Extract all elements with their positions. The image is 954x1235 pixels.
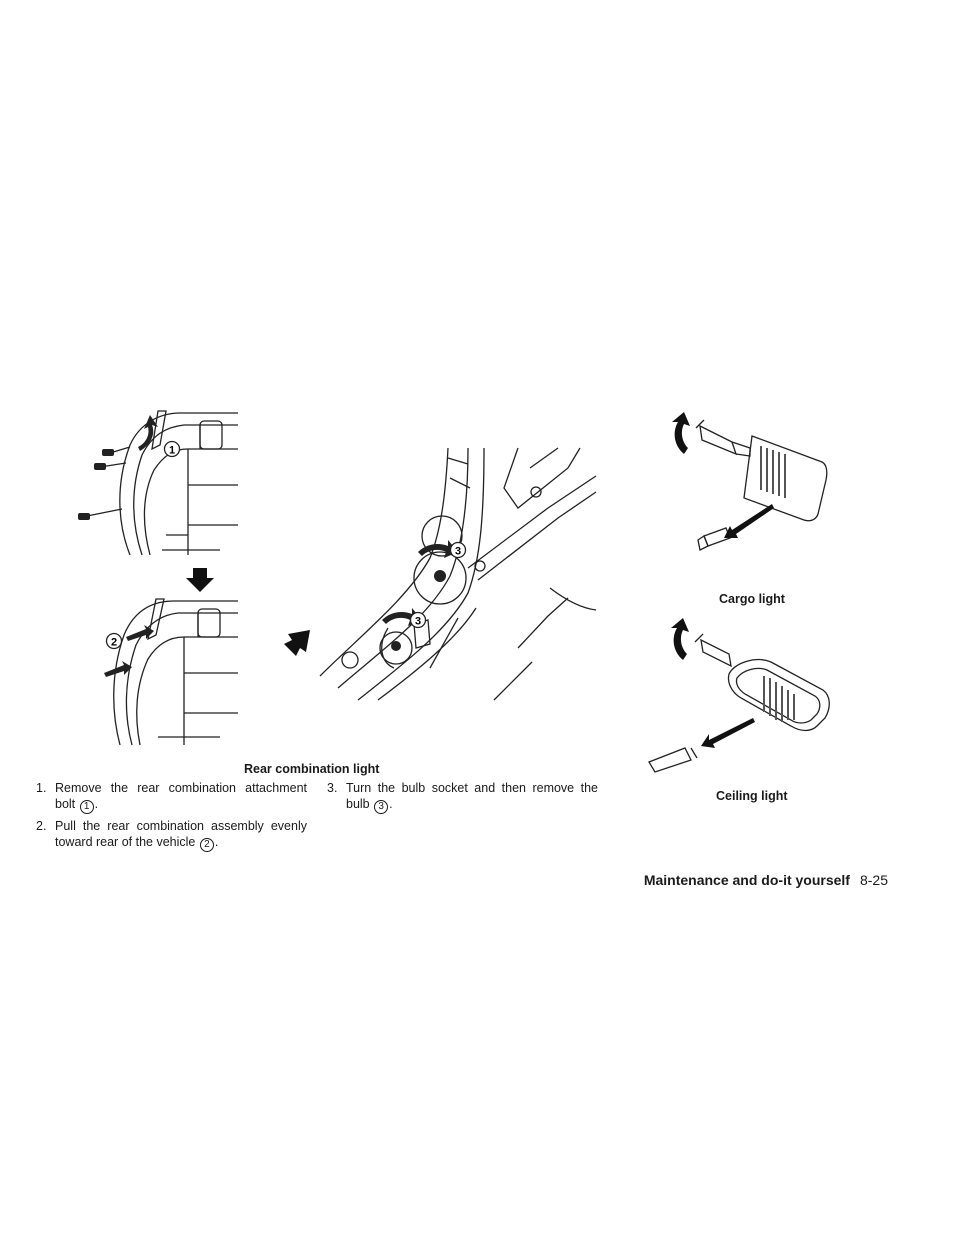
step-3-number: 3. [327, 781, 338, 795]
step-3: 3. Turn the bulb socket and then remove … [327, 780, 598, 814]
step-2-number: 2. [36, 819, 47, 833]
callout-3a-label: 3 [455, 546, 461, 558]
footer-section-title: Maintenance and do-it yourself [643, 872, 850, 888]
rear-combination-bulb-illustration: 3 3 [319, 447, 597, 701]
callout-2 [105, 632, 123, 650]
step-1-punct: . [94, 797, 99, 811]
cargo-light-caption: Cargo light [719, 592, 785, 606]
callout-2-label: 2 [111, 637, 117, 649]
callout-3b-label: 3 [415, 616, 421, 628]
page-number: 8-25 [859, 872, 888, 888]
rear-combination-step2-illustration: 2 [104, 598, 238, 746]
step-2-punct: . [214, 835, 219, 849]
rear-combination-caption: Rear combination light [244, 762, 380, 776]
callout-3b [409, 611, 427, 629]
step-1-text: Remove the rear combination attachment b… [55, 781, 307, 811]
callout-1-label: 1 [169, 445, 175, 457]
down-arrow-icon [186, 568, 214, 592]
callout-3a [449, 541, 467, 559]
page-footer: Maintenance and do-it yourself 8-25 [644, 872, 888, 888]
step-3-punct: . [389, 797, 393, 811]
step-1-ref: 1 [79, 800, 94, 814]
step-2-ref: 2 [199, 838, 214, 852]
step-2-text: Pull the rear combination assembly evenl… [55, 819, 307, 849]
step-3-text: Turn the bulb socket and then remove the… [346, 781, 598, 811]
ceiling-light-illustration [648, 618, 830, 773]
step-1: 1. Remove the rear combination attachmen… [36, 780, 307, 814]
step-3-ref: 3 [374, 800, 389, 814]
step-2: 2. Pull the rear combination assembly ev… [36, 818, 307, 852]
callout-1 [163, 440, 181, 458]
ceiling-light-caption: Ceiling light [716, 789, 788, 803]
steps-column-2: 3. Turn the bulb socket and then remove … [327, 780, 598, 818]
rear-combination-step1-illustration: 1 [78, 410, 238, 556]
diagonal-arrow-icon [284, 630, 310, 656]
step-1-number: 1. [36, 781, 47, 795]
cargo-light-illustration [672, 412, 828, 551]
steps-column-1: 1. Remove the rear combination attachmen… [36, 780, 307, 856]
